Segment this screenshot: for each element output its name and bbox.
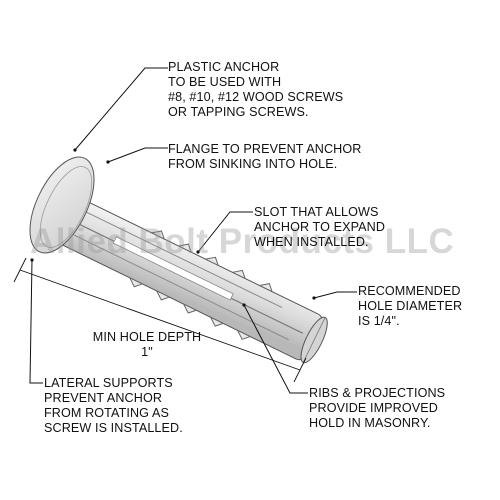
callout-line: FROM ROTATING AS [44,406,169,420]
callout-line: SCREW IS INSTALLED. [44,421,183,435]
leader-lines [29,67,357,394]
callout-line: FLANGE TO PREVENT ANCHOR [168,142,362,156]
callout-line: RECOMMENDED [358,284,461,298]
leader-arrowheads [30,148,316,307]
callout-ribs: RIBS & PROJECTIONS PROVIDE IMPROVED HOLD… [309,386,445,431]
callout-line: PLASTIC ANCHOR [168,60,280,74]
callout-line: TO BE USED WITH [168,75,282,89]
callout-plastic-anchor: PLASTIC ANCHOR TO BE USED WITH #8, #10, … [168,60,343,120]
callout-line: IS 1/4". [358,314,400,328]
callout-line: 1" [141,345,153,359]
anchor-body [49,194,328,364]
dimension-line [13,257,307,383]
callout-lateral-supports: LATERAL SUPPORTS PREVENT ANCHOR FROM ROT… [44,376,183,436]
watermark: Allied Bolt Products LLC [30,222,455,261]
callout-line: LATERAL SUPPORTS [44,376,173,390]
callout-flange: FLANGE TO PREVENT ANCHOR FROM SINKING IN… [168,142,361,172]
callout-line: OR TAPPING SCREWS. [168,105,309,119]
callout-line: WHEN INSTALLED. [254,235,369,249]
callout-line: RIBS & PROJECTIONS [309,386,446,400]
callout-line: PREVENT ANCHOR [44,391,163,405]
anchor-flange [29,156,95,254]
callout-line: HOLD IN MASONRY. [309,416,431,430]
callout-slot: SLOT THAT ALLOWS ANCHOR TO EXPAND WHEN I… [254,205,385,250]
callout-hole-diameter: RECOMMENDED HOLE DIAMETER IS 1/4". [358,284,462,329]
callout-line: HOLE DIAMETER [358,299,463,313]
callout-line: SLOT THAT ALLOWS [254,205,379,219]
callout-line: #8, #10, #12 WOOD SCREWS [168,90,344,104]
callout-line: PROVIDE IMPROVED [309,401,438,415]
callout-min-depth: MIN HOLE DEPTH 1" [72,330,222,360]
callout-line: ANCHOR TO EXPAND [254,220,386,234]
callout-line: FROM SINKING INTO HOLE. [168,157,338,171]
callout-line: MIN HOLE DEPTH [92,330,202,344]
